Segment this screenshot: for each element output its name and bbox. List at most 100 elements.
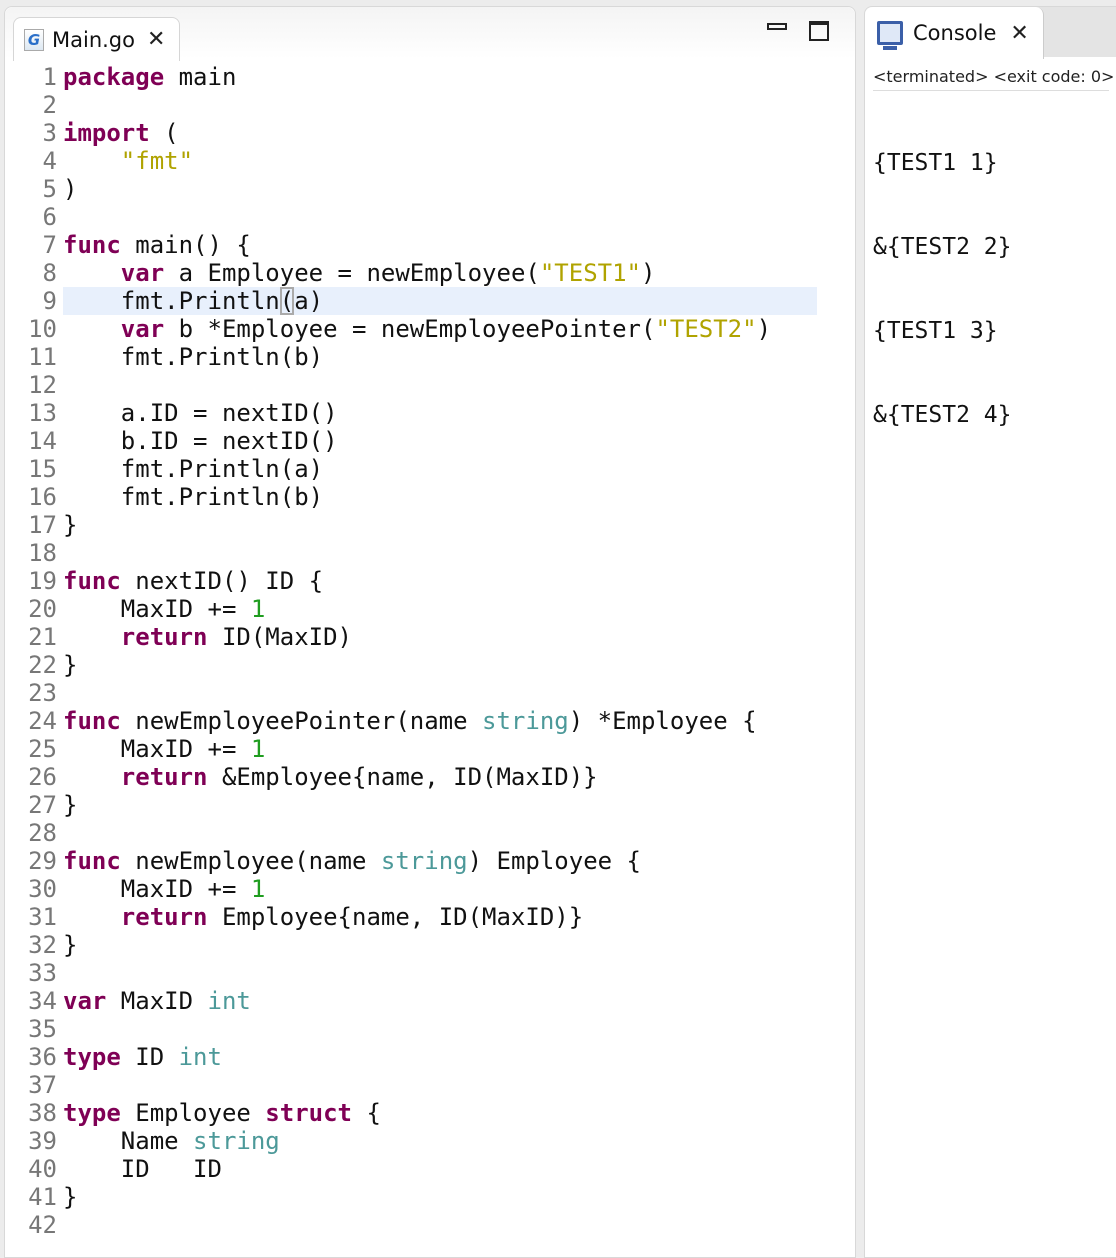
code-text: a) xyxy=(294,287,324,315)
line-number: 1 xyxy=(42,63,57,91)
tab-main-go[interactable]: G Main.go ✕ xyxy=(13,17,181,61)
code-line[interactable]: 23 xyxy=(5,679,855,707)
keyword: type xyxy=(63,1099,121,1127)
code-line[interactable]: 15 fmt.Println(a) xyxy=(5,455,855,483)
line-number: 4 xyxy=(42,147,57,175)
minimize-button[interactable] xyxy=(767,23,787,30)
line-number: 25 xyxy=(28,735,57,763)
code-line[interactable]: 22} xyxy=(5,651,855,679)
code-line[interactable]: 11 fmt.Println(b) xyxy=(5,343,855,371)
code-text: ) *Employee { xyxy=(568,707,757,735)
code-text: } xyxy=(63,791,78,819)
code-line[interactable]: 28 xyxy=(5,819,855,847)
code-text: MaxID += xyxy=(63,595,251,623)
code-line[interactable]: 17} xyxy=(5,511,855,539)
code-line[interactable]: 2 xyxy=(5,91,855,119)
code-line[interactable]: 18 xyxy=(5,539,855,567)
code-line[interactable]: 4 "fmt" xyxy=(5,147,855,175)
code-line[interactable]: 8 var a Employee = newEmployee("TEST1") xyxy=(5,259,855,287)
line-number: 21 xyxy=(28,623,57,651)
code-line[interactable]: 13 a.ID = nextID() xyxy=(5,399,855,427)
keyword: func xyxy=(63,847,121,875)
code-text: main xyxy=(164,63,237,91)
line-number: 13 xyxy=(28,399,57,427)
code-line[interactable]: 42 xyxy=(5,1211,855,1239)
code-line[interactable]: 39 Name string xyxy=(5,1127,855,1155)
line-text: ) xyxy=(63,175,77,203)
line-number: 22 xyxy=(28,651,57,679)
code-text: } xyxy=(63,651,78,679)
code-line[interactable]: 30 MaxID += 1 xyxy=(5,875,855,903)
code-line[interactable]: 14 b.ID = nextID() xyxy=(5,427,855,455)
line-text: var a Employee = newEmployee("TEST1") xyxy=(63,259,656,287)
code-line[interactable]: 31 return Employee{name, ID(MaxID)} xyxy=(5,903,855,931)
line-text: return Employee{name, ID(MaxID)} xyxy=(63,903,583,931)
code-line[interactable]: 27} xyxy=(5,791,855,819)
line-number: 39 xyxy=(28,1127,57,1155)
code-text: } xyxy=(63,931,78,959)
line-number: 36 xyxy=(28,1043,57,1071)
go-file-icon: G xyxy=(24,28,44,51)
close-icon[interactable]: ✕ xyxy=(1010,20,1029,46)
line-text: package main xyxy=(63,63,236,91)
code-line[interactable]: 32} xyxy=(5,931,855,959)
line-text: func main() { xyxy=(63,231,251,259)
close-icon[interactable]: ✕ xyxy=(147,27,166,52)
line-text: var MaxID int xyxy=(63,987,251,1015)
code-text: MaxID += xyxy=(63,875,251,903)
line-number: 24 xyxy=(28,707,57,735)
code-line[interactable]: 41} xyxy=(5,1183,855,1211)
line-number: 20 xyxy=(28,595,57,623)
code-line[interactable]: 33 xyxy=(5,959,855,987)
line-number: 17 xyxy=(28,511,57,539)
code-text: fmt.Println(b) xyxy=(63,343,324,371)
code-line[interactable]: 10 var b *Employee = newEmployeePointer(… xyxy=(5,315,855,343)
code-text: ID ID xyxy=(63,1155,222,1183)
line-number: 27 xyxy=(28,791,57,819)
code-line[interactable]: 20 MaxID += 1 xyxy=(5,595,855,623)
maximize-button[interactable] xyxy=(809,21,829,41)
console-tab-label: Console xyxy=(913,21,997,45)
code-text: ( xyxy=(149,119,179,147)
line-number: 42 xyxy=(28,1211,57,1239)
code-line[interactable]: 26 return &Employee{name, ID(MaxID)} xyxy=(5,763,855,791)
keyword: struct xyxy=(265,1099,352,1127)
line-text: func newEmployeePointer(name string) *Em… xyxy=(63,707,757,735)
keyword: func xyxy=(63,567,121,595)
code-line[interactable]: 16 fmt.Println(b) xyxy=(5,483,855,511)
code-line[interactable]: 35 xyxy=(5,1015,855,1043)
keyword: func xyxy=(63,231,121,259)
code-line[interactable]: 40 ID ID xyxy=(5,1155,855,1183)
line-text: } xyxy=(63,791,77,819)
keyword: var xyxy=(120,315,165,343)
line-number: 30 xyxy=(28,875,57,903)
line-text: b.ID = nextID() xyxy=(63,427,338,455)
code-line[interactable]: 37 xyxy=(5,1071,855,1099)
code-text: MaxID += xyxy=(63,735,251,763)
line-number: 29 xyxy=(28,847,57,875)
type-name: int xyxy=(178,1043,222,1071)
code-line[interactable]: 21 return ID(MaxID) xyxy=(5,623,855,651)
code-line[interactable]: 9 fmt.Println(a) xyxy=(5,287,855,315)
tab-console[interactable]: Console ✕ xyxy=(865,7,1044,59)
code-text: Employee{name, ID(MaxID)} xyxy=(207,903,584,931)
code-line[interactable]: 25 MaxID += 1 xyxy=(5,735,855,763)
keyword: return xyxy=(120,903,208,931)
code-line[interactable]: 6 xyxy=(5,203,855,231)
code-line[interactable]: 12 xyxy=(5,371,855,399)
code-text: newEmployeePointer(name xyxy=(120,707,483,735)
line-text: import ( xyxy=(63,119,179,147)
code-line[interactable]: 5) xyxy=(5,175,855,203)
console-output[interactable]: {TEST1 1} &{TEST2 2} {TEST1 3} &{TEST2 4… xyxy=(873,93,1011,485)
